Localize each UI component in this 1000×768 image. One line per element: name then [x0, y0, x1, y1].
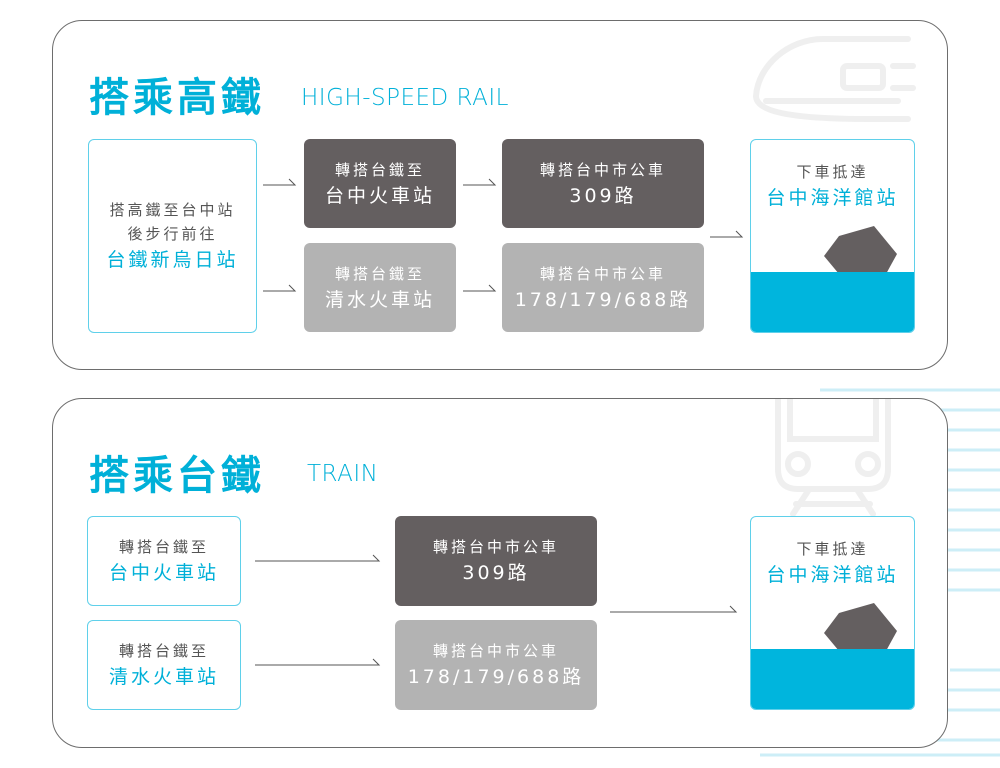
hsr-panel: 搭乘高鐵 HIGH-SPEED RAIL 搭高鐵至台中站 後步行前往 台鐵新烏日…	[52, 20, 948, 370]
sea-graphic	[751, 649, 914, 709]
rock-icon	[824, 226, 897, 274]
box-value: 309路	[569, 184, 637, 207]
start-station: 台鐵新烏日站	[106, 249, 239, 271]
box-value: 178/179/688路	[514, 288, 692, 311]
tra-bus-309-box: 轉搭台中市公車 309路	[395, 516, 597, 606]
tra-destination-box: 下車抵達 台中海洋館站	[750, 516, 915, 710]
hsr-destination-box: 下車抵達 台中海洋館站	[750, 139, 915, 333]
hsr-start-box: 搭高鐵至台中站 後步行前往 台鐵新烏日站	[88, 139, 257, 333]
tra-title: 搭乘台鐵	[89, 453, 265, 499]
high-speed-rail-icon	[752, 36, 916, 122]
box-label: 轉搭台鐵至	[118, 642, 209, 660]
tra-subtitle: TRAIN	[307, 461, 379, 487]
hsr-bus-309-box: 轉搭台中市公車 309路	[502, 139, 704, 228]
arrow-icon	[255, 658, 381, 666]
dest-label: 下車抵達	[796, 540, 869, 558]
hsr-bus-178-box: 轉搭台中市公車 178/179/688路	[502, 243, 704, 332]
hsr-train-taichung-box: 轉搭台鐵至 台中火車站	[304, 139, 456, 228]
box-value: 台中火車站	[324, 184, 435, 207]
tra-train-qingshui-box: 轉搭台鐵至 清水火車站	[87, 620, 241, 710]
box-label: 轉搭台中市公車	[539, 264, 666, 283]
box-label: 轉搭台鐵至	[118, 538, 209, 556]
box-value: 清水火車站	[324, 288, 435, 311]
tra-train-taichung-box: 轉搭台鐵至 台中火車站	[87, 516, 241, 606]
rock-icon	[824, 603, 897, 651]
box-label: 轉搭台中市公車	[432, 642, 559, 660]
box-value: 清水火車站	[108, 666, 219, 688]
box-label: 轉搭台鐵至	[334, 160, 425, 179]
dest-station: 台中海洋館站	[766, 564, 899, 586]
box-value: 178/179/688路	[407, 666, 585, 688]
box-value: 309路	[462, 562, 530, 584]
tra-bus-178-box: 轉搭台中市公車 178/179/688路	[395, 620, 597, 710]
dest-station: 台中海洋館站	[766, 187, 899, 209]
start-line1: 搭高鐵至台中站	[109, 201, 236, 219]
sea-graphic	[751, 272, 914, 332]
box-label: 轉搭台鐵至	[334, 264, 425, 283]
box-label: 轉搭台中市公車	[539, 160, 666, 179]
arrow-icon	[463, 284, 497, 292]
hsr-train-qingshui-box: 轉搭台鐵至 清水火車站	[304, 243, 456, 332]
start-line2: 後步行前往	[127, 225, 218, 243]
arrow-icon	[263, 178, 297, 186]
box-value: 台中火車站	[108, 562, 219, 584]
hsr-title: 搭乘高鐵	[89, 75, 265, 121]
arrow-icon	[263, 284, 297, 292]
arrow-icon	[463, 178, 497, 186]
arrow-icon	[610, 605, 738, 613]
arrow-icon	[255, 554, 381, 562]
dest-label: 下車抵達	[796, 163, 869, 181]
tra-panel: 搭乘台鐵 TRAIN 轉搭台鐵至 台中火車站 轉搭台鐵至 清水火車站 轉搭台中市…	[52, 398, 948, 748]
box-label: 轉搭台中市公車	[432, 538, 559, 556]
hsr-subtitle: HIGH-SPEED RAIL	[301, 85, 509, 111]
train-icon	[775, 399, 891, 517]
arrow-icon	[710, 230, 744, 238]
